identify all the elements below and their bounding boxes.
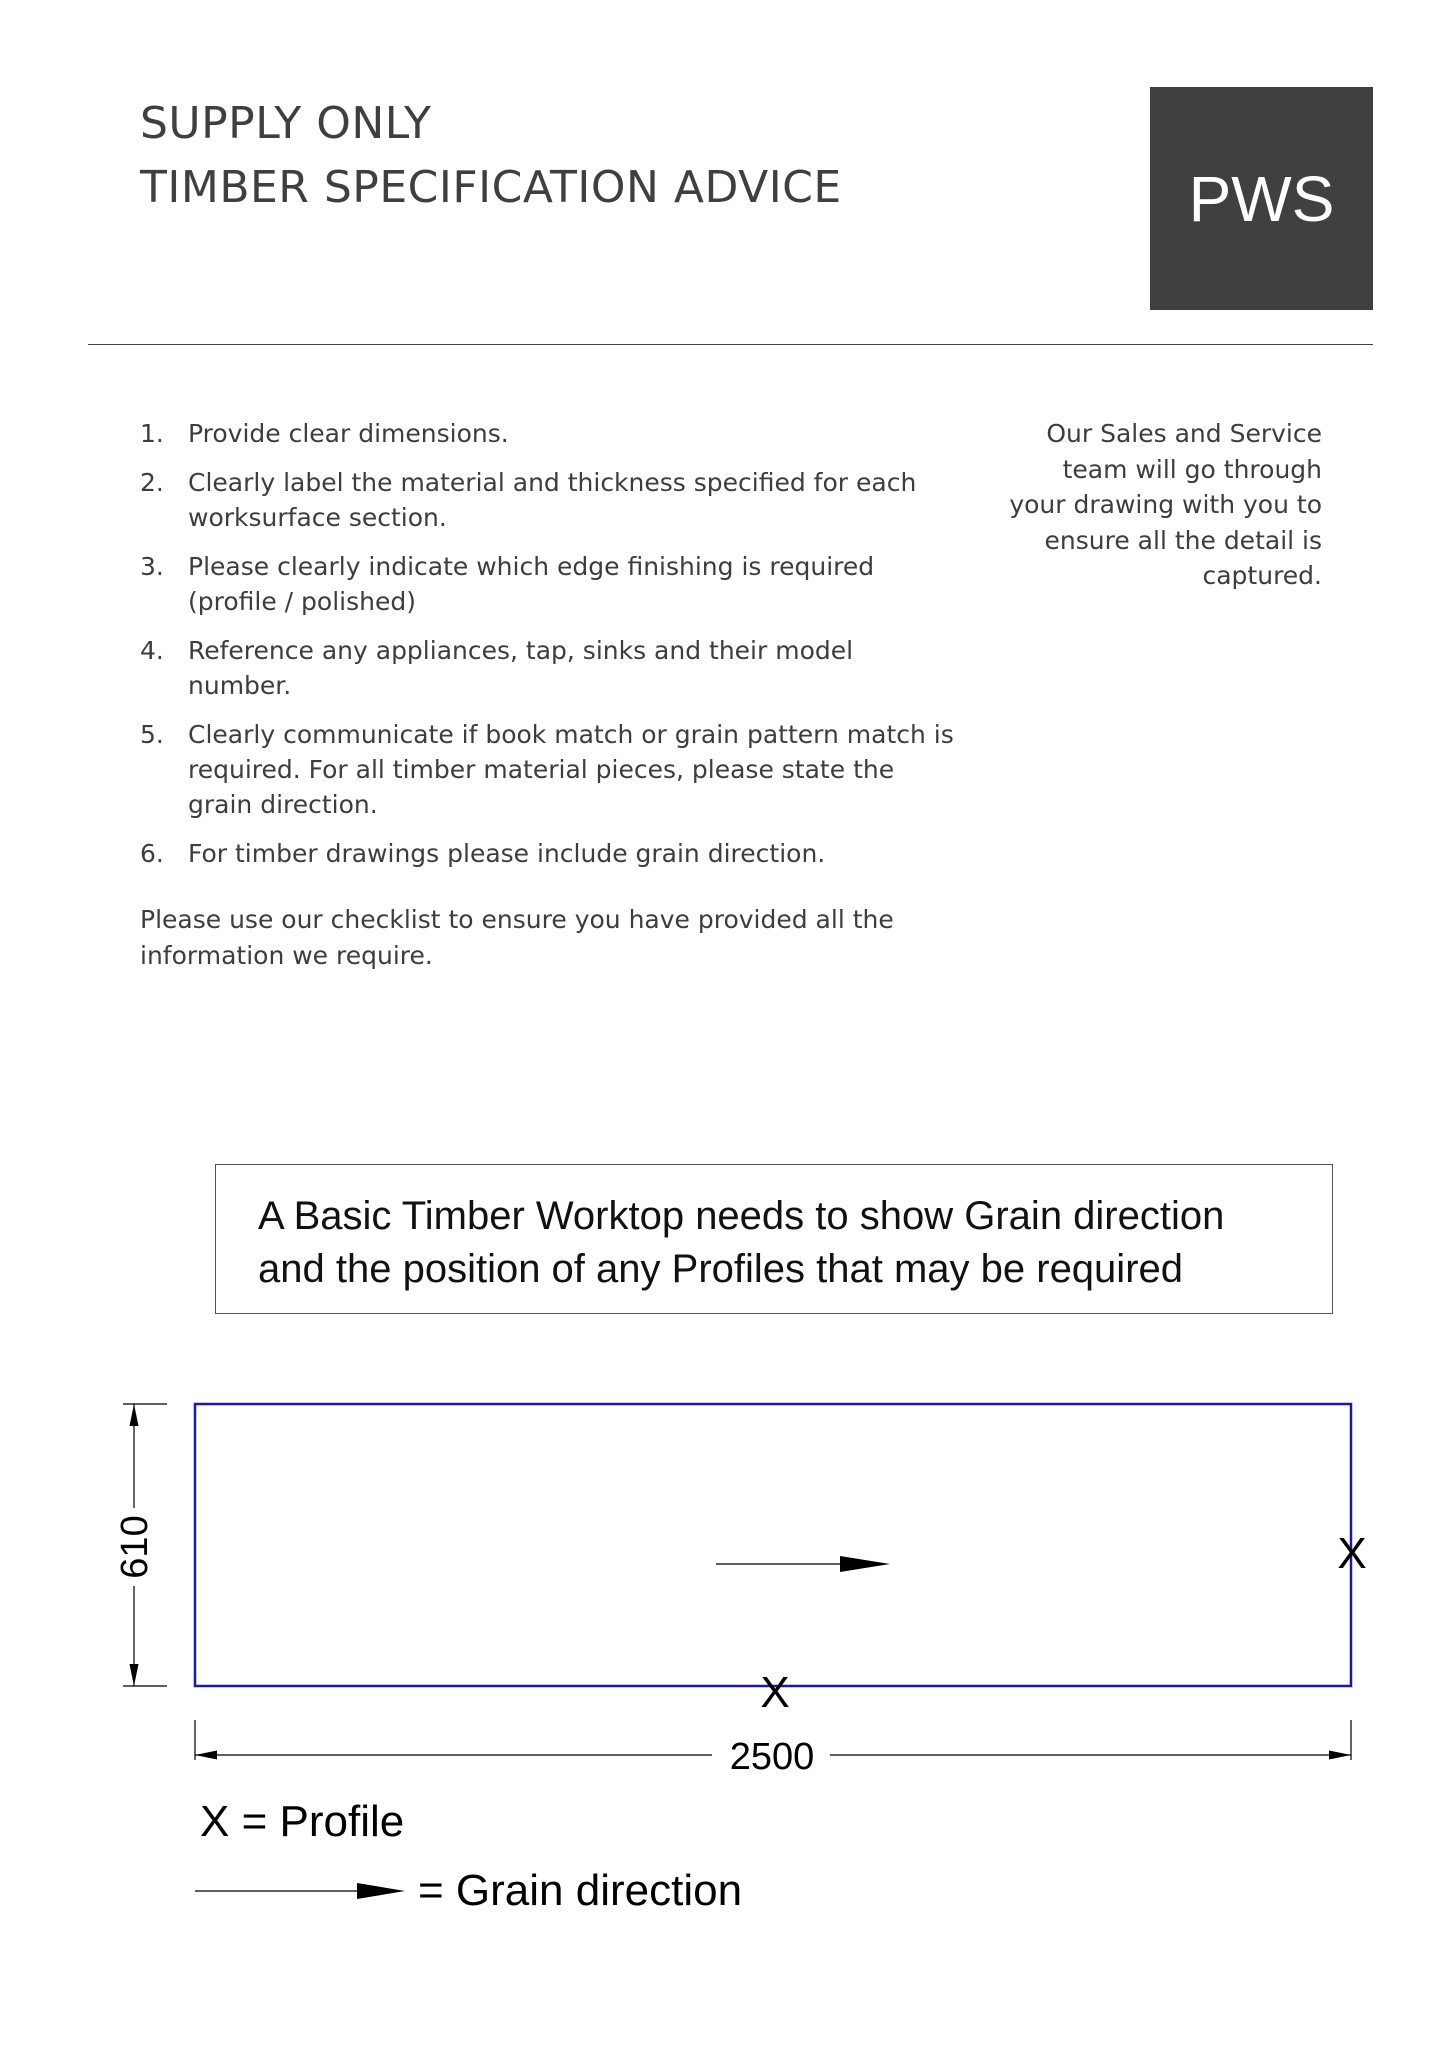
step-text: For timber drawings please include grain… xyxy=(188,839,826,868)
profile-marker-bottom: X xyxy=(760,1668,789,1717)
step-text: Provide clear dimensions. xyxy=(188,419,509,448)
pws-logo: PWS xyxy=(1150,87,1373,310)
legend-grain-direction: = Grain direction xyxy=(418,1866,742,1915)
step-item: 5. Clearly communicate if book match or g… xyxy=(140,717,960,822)
step-number: 2. xyxy=(140,468,164,497)
step-item: 6. For timber drawings please include gra… xyxy=(140,836,960,871)
callout-line-1: A Basic Timber Worktop needs to show Gra… xyxy=(258,1194,1225,1238)
step-number: 6. xyxy=(140,839,164,868)
callout-line-2: and the position of any Profiles that ma… xyxy=(258,1247,1183,1291)
height-dimension-label: 610 xyxy=(114,1515,156,1578)
legend-grain-arrow xyxy=(195,1883,405,1899)
page-title: SUPPLY ONLY TIMBER SPECIFICATION ADVICE xyxy=(140,92,842,220)
step-number: 4. xyxy=(140,636,164,665)
width-dimension-label: 2500 xyxy=(730,1736,815,1778)
width-dimension: 2500 xyxy=(194,1720,1352,1778)
title-line-1: SUPPLY ONLY xyxy=(140,98,432,149)
grain-direction-arrow xyxy=(716,1556,890,1572)
height-dimension: 610 xyxy=(114,1403,167,1687)
step-number: 5. xyxy=(140,720,164,749)
sales-service-note: Our Sales and Service team will go throu… xyxy=(1009,419,1322,590)
basic-worktop-callout: A Basic Timber Worktop needs to show Gra… xyxy=(215,1164,1333,1314)
worktop-drawing: 610 2500 X X X = Profile = Grain directi… xyxy=(114,1402,1367,1915)
step-text: Reference any appliances, tap, sinks and… xyxy=(188,636,854,700)
step-text: Clearly label the material and thickness… xyxy=(188,468,917,532)
step-item: 1. Provide clear dimensions. xyxy=(140,416,960,451)
step-item: 4. Reference any appliances, tap, sinks a… xyxy=(140,633,960,703)
step-item: 3. Please clearly indicate which edge fin… xyxy=(140,549,960,619)
checklist-steps: 1. Provide clear dimensions. 2. Clearly la… xyxy=(140,416,960,885)
header-divider xyxy=(88,344,1373,345)
checklist-note: Please use our checklist to ensure you h… xyxy=(140,905,894,970)
worktop-outline xyxy=(193,1402,1353,1688)
step-text: Clearly communicate if book match or gra… xyxy=(188,720,954,819)
step-item: 2. Clearly label the material and thickne… xyxy=(140,465,960,535)
profile-marker-right: X xyxy=(1337,1529,1366,1578)
legend-profile: X = Profile xyxy=(200,1797,404,1846)
step-number: 1. xyxy=(140,419,164,448)
step-text: Please clearly indicate which edge finis… xyxy=(188,552,875,616)
title-line-2: TIMBER SPECIFICATION ADVICE xyxy=(140,162,842,213)
step-number: 3. xyxy=(140,552,164,581)
